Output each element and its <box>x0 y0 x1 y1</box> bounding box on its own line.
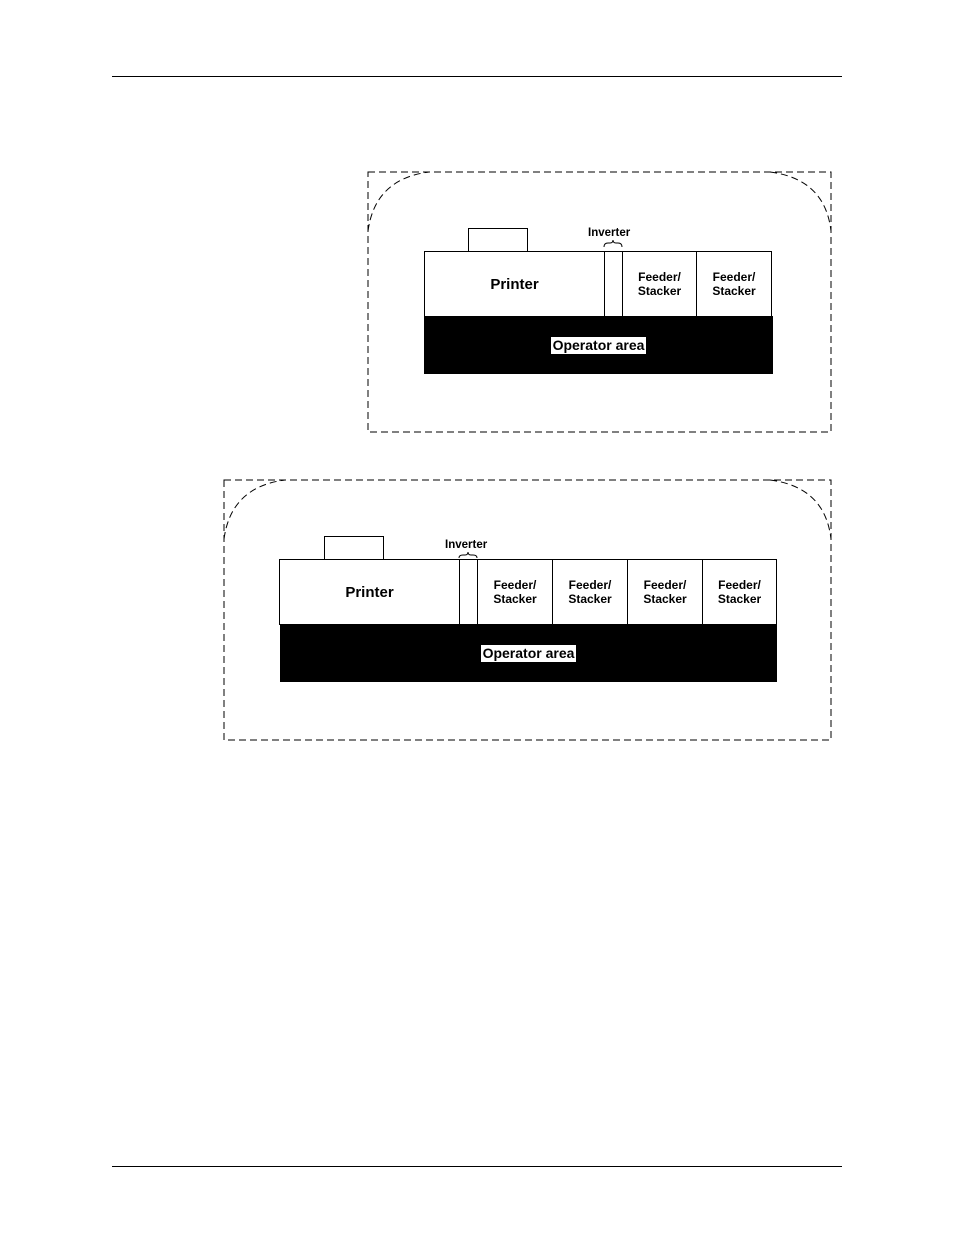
operator-area: Operator area <box>424 316 773 374</box>
inverter-label: Inverter <box>445 539 488 551</box>
inverter-brace-icon <box>603 239 623 248</box>
layout-diagram-two-feeders: Printer Inverter Feeder/Stacker Feeder/S… <box>367 171 832 433</box>
inverter-box <box>459 559 478 625</box>
header-rule <box>112 76 842 77</box>
feeder-stacker-3: Feeder/Stacker <box>627 559 703 625</box>
operator-area-label: Operator area <box>550 336 647 354</box>
feeder-stacker-2: Feeder/Stacker <box>696 251 772 317</box>
operator-area: Operator area <box>280 624 777 682</box>
inverter-label: Inverter <box>588 227 631 239</box>
inverter-box <box>604 251 623 317</box>
printer-label: Printer <box>345 583 394 601</box>
feeder-stacker-1: Feeder/Stacker <box>477 559 553 625</box>
layout-diagram-four-feeders: Printer Inverter Feeder/Stacker Feeder/S… <box>223 479 832 741</box>
printer-label: Printer <box>490 275 539 293</box>
footer-rule <box>112 1166 842 1167</box>
clearance-boundary <box>223 479 832 741</box>
feeder-stacker-4: Feeder/Stacker <box>702 559 777 625</box>
clearance-boundary <box>367 171 832 433</box>
feeder-stacker-2: Feeder/Stacker <box>552 559 628 625</box>
operator-area-label: Operator area <box>480 644 577 662</box>
inverter-brace-icon <box>458 551 478 559</box>
feeder-stacker-1: Feeder/Stacker <box>622 251 697 317</box>
